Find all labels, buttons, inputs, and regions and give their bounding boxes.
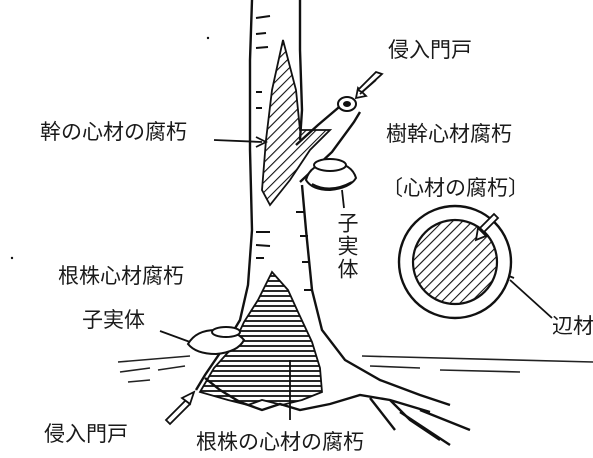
trunk-heart-rot-label: 幹の心材の腐朽 [40, 122, 187, 143]
specks [11, 37, 209, 259]
trunk-heartwood-rot-title: 樹幹心材腐朽 [386, 124, 512, 145]
entry-point-top-label: 侵入門戸 [388, 40, 472, 61]
fruit-body-leader [342, 190, 344, 208]
entry-arrow-top [356, 72, 382, 98]
ground-line [118, 356, 593, 382]
branch-stub [338, 97, 356, 111]
root-butt-heart-rot-label: 根株の心材の腐朽 [196, 432, 364, 453]
fruit-body-trunk [306, 159, 356, 190]
fruit-body-vertical-label: 子実体 [336, 212, 357, 281]
root-butt-heart-rot-title: 根株心材腐朽 [58, 266, 184, 287]
entry-point-bottom-label: 侵入門戸 [44, 424, 128, 445]
entry-arrow-bottom [166, 392, 194, 424]
fruit-body-left-label: 子実体 [82, 310, 145, 331]
sapwood-label: 辺材 [552, 316, 593, 337]
heartwood-rot-paren-label: 〔心材の腐朽〕 [382, 178, 529, 199]
